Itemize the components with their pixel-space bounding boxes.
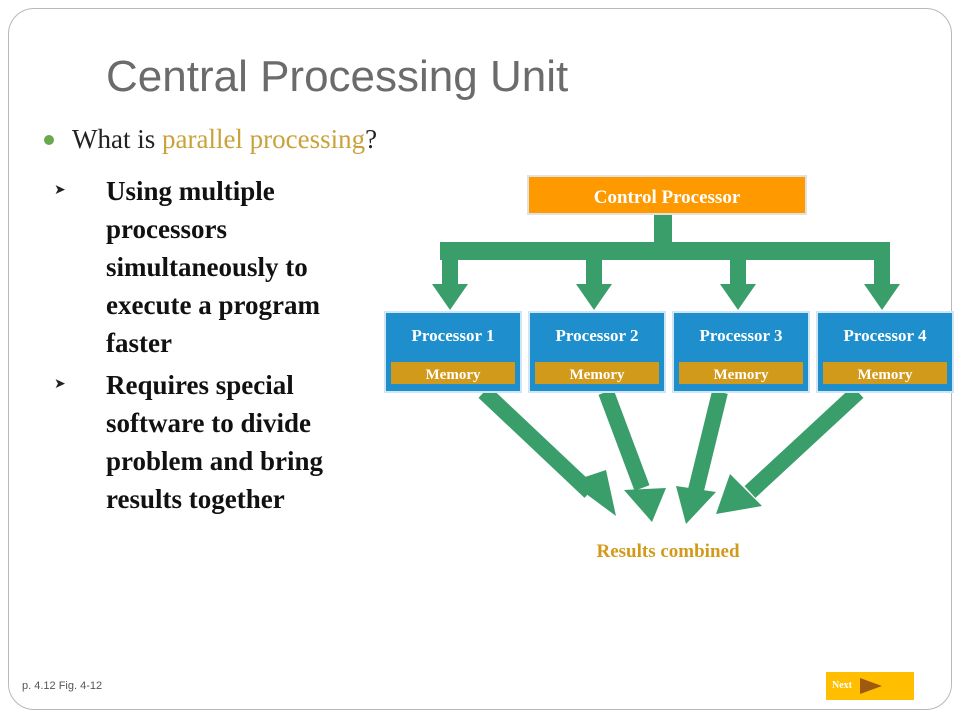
memory-label: Memory [426, 367, 481, 383]
question-suffix: ? [365, 124, 378, 154]
memory-rect [823, 362, 947, 384]
control-stem [654, 214, 672, 248]
drop-arrow-shaft [586, 242, 602, 286]
parallel-processing-diagram: Control Processor Processor 1 Memory Pro… [384, 175, 954, 562]
arrow-bullet-icon: ➤ [54, 376, 66, 392]
converge-arrow-head [676, 486, 716, 524]
memory-rect [535, 362, 659, 384]
processor-box: Processor 1 Memory [384, 311, 522, 393]
drop-arrow-shaft [442, 242, 458, 286]
memory-label: Memory [714, 367, 769, 383]
sub-bullet-item: ➤ Using multiple processors simultaneous… [52, 172, 362, 362]
converge-arrow-shaft [744, 386, 864, 498]
memory-rect [679, 362, 803, 384]
converge-arrow-shaft [688, 390, 728, 492]
processor-box: Processor 2 Memory [528, 311, 666, 393]
memory-rect [391, 362, 515, 384]
distribution-arrows [432, 214, 900, 310]
memory-label: Memory [570, 367, 625, 383]
drop-arrow-head [720, 284, 756, 310]
next-button[interactable]: Next [826, 672, 914, 700]
results-combined-label: Results combined [596, 541, 739, 562]
result-arrows [478, 386, 864, 524]
figure-reference: p. 4.12 Fig. 4-12 [22, 680, 103, 692]
page-title: Central Processing Unit [106, 52, 569, 101]
sub-bullet-item: ➤ Requires special software to divide pr… [52, 366, 362, 518]
bullet-dot [44, 135, 54, 145]
question-highlight: parallel processing [161, 124, 366, 154]
arrow-bullet-icon: ➤ [54, 182, 66, 198]
processor-label: Processor 3 [700, 326, 783, 345]
converge-arrow-head [624, 488, 666, 522]
processor-box: Processor 4 Memory [816, 311, 954, 393]
converge-arrow-head [570, 470, 616, 516]
drop-arrow-head [576, 284, 612, 310]
control-processor-box: Control Processor [527, 175, 807, 215]
sub-bullet-text: Using multiple processors simultaneously… [106, 176, 320, 358]
next-label: Next [832, 680, 852, 691]
converge-arrow-shaft [478, 386, 596, 498]
control-processor-rect [527, 175, 807, 215]
drop-arrow-shaft [730, 242, 746, 286]
question-prefix: What is [72, 124, 162, 154]
drop-arrow-head [864, 284, 900, 310]
processor-box: Processor 3 Memory [672, 311, 810, 393]
sub-bullet-text: Requires special software to divide prob… [106, 370, 324, 514]
processor-label: Processor 4 [844, 326, 927, 345]
memory-label: Memory [858, 367, 913, 383]
processor-label: Processor 1 [412, 326, 495, 345]
drop-arrow-head [432, 284, 468, 310]
control-processor-label: Control Processor [594, 187, 741, 208]
question-text: What is parallel processing? [72, 124, 377, 155]
converge-arrow-head [716, 474, 762, 514]
processor-label: Processor 2 [556, 326, 639, 345]
converge-arrow-shaft [598, 389, 650, 491]
distribution-bar [440, 242, 890, 260]
sub-bullet-list: ➤ Using multiple processors simultaneous… [52, 172, 362, 522]
drop-arrow-shaft [874, 242, 890, 286]
next-arrow-icon [860, 678, 882, 694]
